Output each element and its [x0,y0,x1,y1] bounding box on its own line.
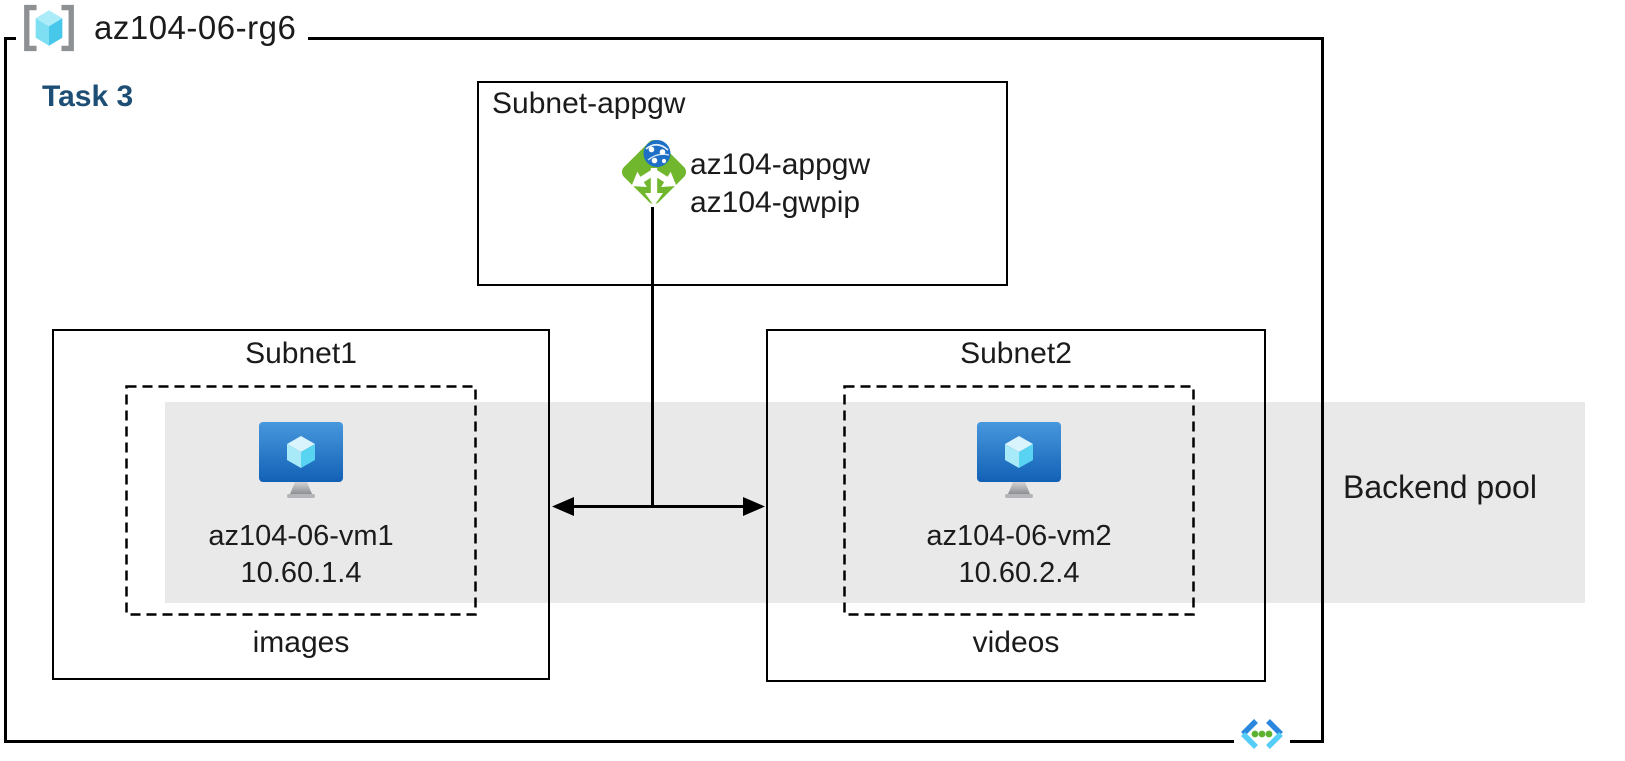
resource-group-box [4,37,1324,743]
backend-pool-label: Backend pool [1343,469,1537,505]
appgw-name: az104-appgw [690,148,871,181]
appgw-subnet-name: Subnet-appgw [492,87,686,120]
resource-group-icon [18,4,80,52]
subnet1-name: Subnet1 [245,337,357,370]
vm2-name: az104-06-vm2 [926,520,1112,552]
subnet2-caption: videos [972,626,1060,659]
virtual-network-icon [1234,713,1290,757]
appgw-subnet-box [477,81,1008,286]
virtual-machine-icon [256,420,346,505]
vm1-name: az104-06-vm1 [208,520,394,552]
task-label: Task 3 [42,80,134,113]
subnet2-box [766,329,1266,682]
subnet1-caption: images [252,626,350,659]
resource-group-name: az104-06-rg6 [94,9,297,46]
vm1-ip: 10.60.1.4 [240,557,362,589]
vm2-labels: az104-06-vm2 10.60.2.4 [843,518,1195,592]
appgw-labels: az104-appgw az104-gwpip [690,146,870,222]
subnet2-backend-dashed-box [843,385,1195,621]
subnet1-backend-dashed-box [125,385,477,621]
application-gateway-icon [604,128,704,223]
virtual-machine-icon [974,420,1064,505]
appgw-public-ip-name: az104-gwpip [690,186,861,219]
vm1-labels: az104-06-vm1 10.60.1.4 [125,518,477,592]
vm2-ip: 10.60.2.4 [958,557,1080,589]
subnet2-name: Subnet2 [960,337,1072,370]
subnet1-box [52,329,550,680]
resource-group-header: az104-06-rg6 [16,2,309,54]
backend-pool-band [165,402,1585,603]
